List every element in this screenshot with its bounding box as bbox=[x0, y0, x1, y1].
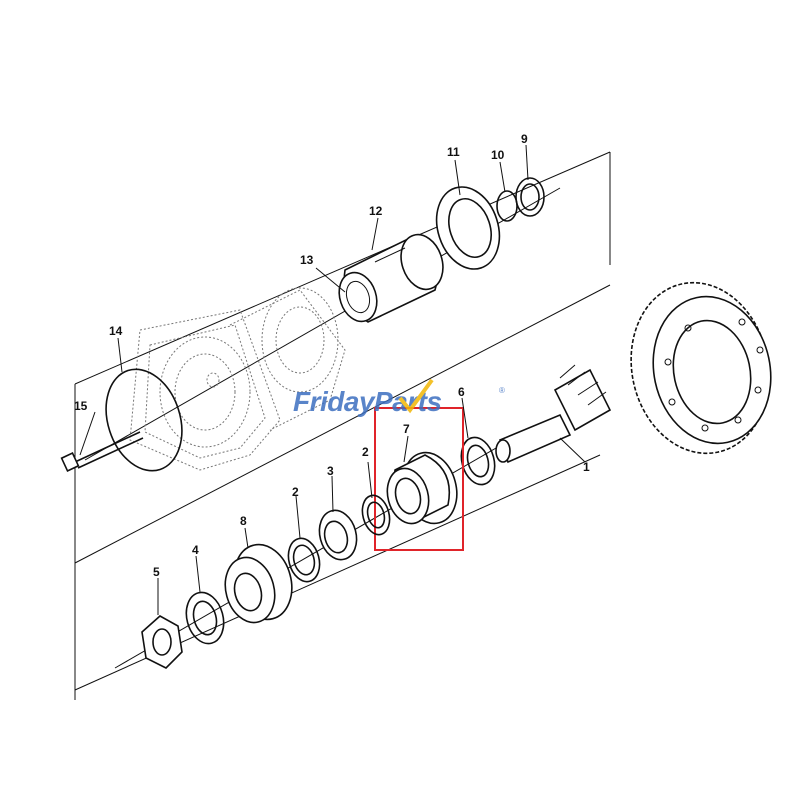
callout-1: 1 bbox=[583, 460, 590, 474]
bearing-8 bbox=[224, 543, 293, 624]
callout-13: 13 bbox=[300, 253, 314, 267]
o-ring-14 bbox=[105, 368, 183, 472]
callout-2-lower: 2 bbox=[292, 485, 299, 499]
shim-2-upper bbox=[361, 494, 391, 536]
gear-housing bbox=[129, 287, 346, 471]
callout-5: 5 bbox=[153, 565, 160, 579]
svg-text:FridayParts: FridayParts bbox=[293, 386, 442, 417]
fridayparts-watermark-logo: FridayParts ® bbox=[293, 378, 505, 417]
pinion-shaft-1 bbox=[495, 364, 612, 464]
lock-washer-4 bbox=[185, 591, 225, 645]
callout-7: 7 bbox=[403, 422, 410, 436]
callout-11: 11 bbox=[447, 145, 460, 159]
ring-10 bbox=[496, 190, 518, 222]
group-frame-lines bbox=[74, 151, 611, 700]
callout-3: 3 bbox=[327, 464, 334, 478]
callout-6: 6 bbox=[458, 385, 465, 399]
bearing-cup-3 bbox=[318, 509, 358, 561]
callout-15: 15 bbox=[74, 399, 88, 413]
callout-12: 12 bbox=[369, 204, 383, 218]
ring-gear-1 bbox=[630, 281, 772, 455]
bearing-7 bbox=[386, 451, 458, 525]
leader-lines bbox=[79, 144, 586, 615]
callout-10: 10 bbox=[491, 148, 505, 162]
callout-8: 8 bbox=[240, 514, 247, 528]
svg-text:®: ® bbox=[499, 386, 505, 395]
washer-9 bbox=[515, 177, 545, 217]
bearing-cup-11 bbox=[435, 186, 501, 270]
bearing-12 bbox=[338, 233, 444, 323]
callout-labels: 1 2 2 3 4 5 6 7 8 9 10 11 12 13 14 15 bbox=[74, 132, 590, 579]
callout-9: 9 bbox=[521, 132, 528, 146]
nut-5 bbox=[141, 615, 183, 669]
callout-2-upper: 2 bbox=[362, 445, 369, 459]
shim-2-lower bbox=[287, 537, 321, 583]
bolt-15 bbox=[60, 431, 144, 472]
highlight-box bbox=[374, 407, 464, 551]
callout-14: 14 bbox=[109, 324, 123, 338]
callout-4: 4 bbox=[192, 543, 199, 557]
